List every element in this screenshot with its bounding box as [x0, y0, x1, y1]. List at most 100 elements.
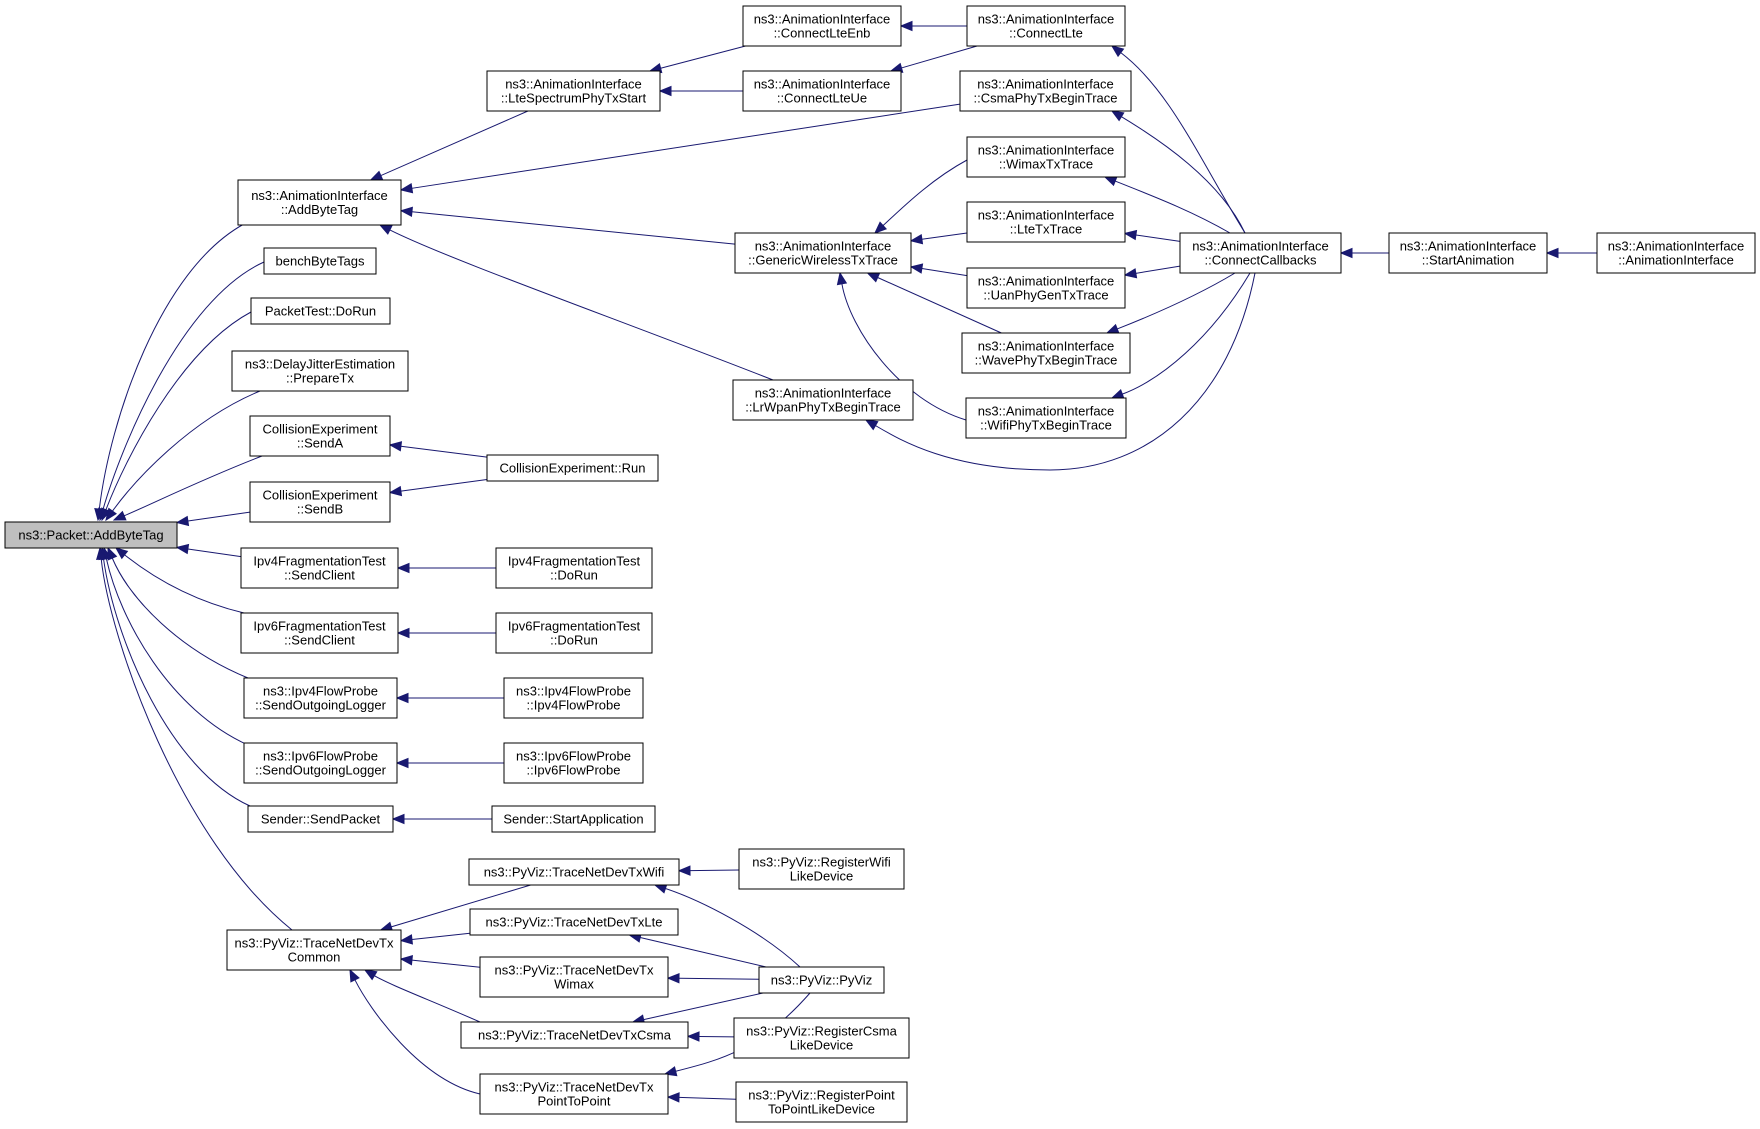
node-ai-wifiphy[interactable]: ns3::AnimationInterface::WifiPhyTxBeginT…: [965, 397, 1127, 439]
node-label: ns3::Ipv6FlowProbe: [263, 749, 378, 764]
node-ipv6flow-sendoutgoing[interactable]: ns3::Ipv6FlowProbe::SendOutgoingLogger: [243, 742, 398, 784]
node-label: Ipv6FragmentationTest: [508, 619, 641, 634]
arrowhead-icon: [874, 221, 888, 234]
node-ipv6frag-dorun[interactable]: Ipv6FragmentationTest::DoRun: [495, 612, 653, 654]
node-box: [460, 1021, 689, 1049]
graph-nodes: ns3::Packet::AddByteTag ns3::AnimationInt…: [4, 5, 1756, 1123]
node-ipv6flow-ctor[interactable]: ns3::Ipv6FlowProbe::Ipv6FlowProbe: [503, 742, 644, 784]
node-pyviz-tracecsma[interactable]: ns3::PyViz::TraceNetDevTxCsma: [460, 1021, 689, 1049]
node-label: ns3::AnimationInterface: [1400, 239, 1537, 254]
edge-line: [1120, 52, 1246, 234]
edge-collision_senda-to-packet_addbytetag: [112, 455, 263, 521]
node-box: [965, 397, 1127, 439]
node-label: ns3::PyViz::PyViz: [771, 973, 872, 988]
edge-line: [100, 558, 293, 931]
node-pyviz-tracelte[interactable]: ns3::PyViz::TraceNetDevTxLte: [469, 908, 679, 936]
edge-line: [882, 159, 968, 226]
node-ai-ltetx[interactable]: ns3::AnimationInterface::LteTxTrace: [966, 201, 1126, 243]
node-pyviz-registerptp[interactable]: ns3::PyViz::RegisterPointToPointLikeDevi…: [735, 1081, 908, 1123]
node-box: [732, 379, 914, 421]
node-label: ns3::AnimationInterface: [977, 77, 1114, 92]
node-label: ::LrWpanPhyTxBeginTrace: [745, 400, 901, 415]
node-ipv4frag-sendclient[interactable]: Ipv4FragmentationTest::SendClient: [240, 547, 399, 589]
node-pyviz-tracewifi[interactable]: ns3::PyViz::TraceNetDevTxWifi: [468, 858, 680, 886]
edge-line: [111, 557, 249, 679]
edge-ai_connectlteue-to-ai_ltespectrum: [658, 85, 743, 97]
node-label: Sender::SendPacket: [261, 812, 381, 827]
edge-ai_connectcallbacks-to-ai_uanphy: [1123, 265, 1181, 279]
node-ai-connectlteue[interactable]: ns3::AnimationInterface::ConnectLteUe: [742, 70, 902, 112]
node-box: [495, 547, 653, 589]
node-label: LikeDevice: [790, 1038, 854, 1053]
arrowhead-icon: [864, 419, 879, 431]
node-collision-sendb[interactable]: CollisionExperiment::SendB: [249, 481, 391, 523]
node-benchbytetags[interactable]: benchByteTags: [263, 247, 377, 275]
node-box: [966, 201, 1126, 243]
arrowhead-icon: [1339, 247, 1353, 259]
node-ipv4flow-ctor[interactable]: ns3::Ipv4FlowProbe::Ipv4FlowProbe: [503, 677, 644, 719]
node-collision-senda[interactable]: CollisionExperiment::SendA: [249, 415, 391, 457]
node-box: [966, 5, 1126, 47]
node-packet-addbytetag[interactable]: ns3::Packet::AddByteTag: [4, 521, 178, 549]
node-ai-connectlteenb[interactable]: ns3::AnimationInterface::ConnectLteEnb: [742, 5, 902, 47]
node-delayjitter-preparetx[interactable]: ns3::DelayJitterEstimation::PrepareTx: [231, 350, 409, 392]
arrowhead-icon: [899, 20, 913, 32]
node-label: ::LteTxTrace: [1010, 222, 1082, 237]
node-label: Ipv4FragmentationTest: [253, 554, 386, 569]
node-label: ns3::AnimationInterface: [1608, 239, 1745, 254]
node-ipv4flow-sendoutgoing[interactable]: ns3::Ipv4FlowProbe::SendOutgoingLogger: [243, 677, 398, 719]
node-ai-wimax[interactable]: ns3::AnimationInterface::WimaxTxTrace: [966, 136, 1126, 178]
edge-ai_wifiphy-to-ai_genericwireless: [836, 271, 967, 421]
edge-line: [105, 558, 249, 746]
node-ai-connectcallbacks[interactable]: ns3::AnimationInterface::ConnectCallback…: [1179, 232, 1342, 274]
edge-line: [400, 479, 488, 492]
edge-ai_connectcallbacks-to-ai_ltetx: [1123, 229, 1181, 242]
node-label: PacketTest::DoRun: [265, 304, 376, 319]
node-label: ns3::AnimationInterface: [978, 12, 1115, 27]
node-ai-uanphy[interactable]: ns3::AnimationInterface::UanPhyGenTxTrac…: [966, 267, 1126, 309]
node-ai-addbytetag[interactable]: ns3::AnimationInterface::AddByteTag: [237, 179, 402, 226]
node-label: ns3::PyViz::RegisterWifi: [752, 855, 891, 870]
node-sender-sendpacket[interactable]: Sender::SendPacket: [247, 805, 394, 833]
node-pyviz-pyviz[interactable]: ns3::PyViz::PyViz: [758, 966, 885, 994]
node-label: ::ConnectLteEnb: [774, 26, 871, 41]
node-box: [966, 267, 1126, 309]
node-label: ::AnimationInterface: [1618, 253, 1734, 268]
node-ai-lrwpan[interactable]: ns3::AnimationInterface::LrWpanPhyTxBegi…: [732, 379, 914, 421]
node-ai-connectlte[interactable]: ns3::AnimationInterface::ConnectLte: [966, 5, 1126, 47]
node-ai-genericwireless[interactable]: ns3::AnimationInterface::GenericWireless…: [734, 232, 912, 274]
arrowhead-icon: [399, 183, 414, 194]
edge-line: [98, 223, 245, 510]
node-ipv6frag-sendclient[interactable]: Ipv6FragmentationTest::SendClient: [240, 612, 399, 654]
node-ai-wavephy[interactable]: ns3::AnimationInterface::WavePhyTxBeginT…: [961, 332, 1131, 374]
edge-ai_connectlte-to-ai_connectlteenb: [899, 20, 967, 32]
node-ipv4frag-dorun[interactable]: Ipv4FragmentationTest::DoRun: [495, 547, 653, 589]
node-ai-startanimation[interactable]: ns3::AnimationInterface::StartAnimation: [1388, 232, 1548, 274]
arrowhead-icon: [395, 692, 409, 704]
edge-line: [841, 283, 967, 421]
node-box: [495, 612, 653, 654]
node-collision-run[interactable]: CollisionExperiment::Run: [486, 454, 659, 482]
edge-ai_connectlteenb-to-ai_ltespectrum: [648, 45, 746, 74]
node-sender-startapplication[interactable]: Sender::StartApplication: [491, 805, 656, 833]
arrowhead-icon: [1123, 229, 1138, 241]
node-ai-ltespectrum[interactable]: ns3::AnimationInterface::LteSpectrumPhyT…: [486, 70, 661, 112]
node-label: Common: [288, 950, 341, 965]
node-packettest-dorun[interactable]: PacketTest::DoRun: [250, 297, 391, 325]
arrowhead-icon: [686, 1031, 700, 1042]
node-box: [1596, 232, 1756, 274]
node-ai-csma[interactable]: ns3::AnimationInterface::CsmaPhyTxBeginT…: [959, 70, 1132, 112]
node-ai-ctor[interactable]: ns3::AnimationInterface::AnimationInterf…: [1596, 232, 1756, 274]
arrowhead-icon: [363, 969, 378, 981]
node-label: ::LteSpectrumPhyTxStart: [501, 91, 647, 106]
edge-line: [921, 232, 968, 240]
node-label: ns3::PyViz::TraceNetDevTxLte: [485, 915, 662, 930]
arrowhead-icon: [349, 968, 360, 983]
node-box: [468, 858, 680, 886]
